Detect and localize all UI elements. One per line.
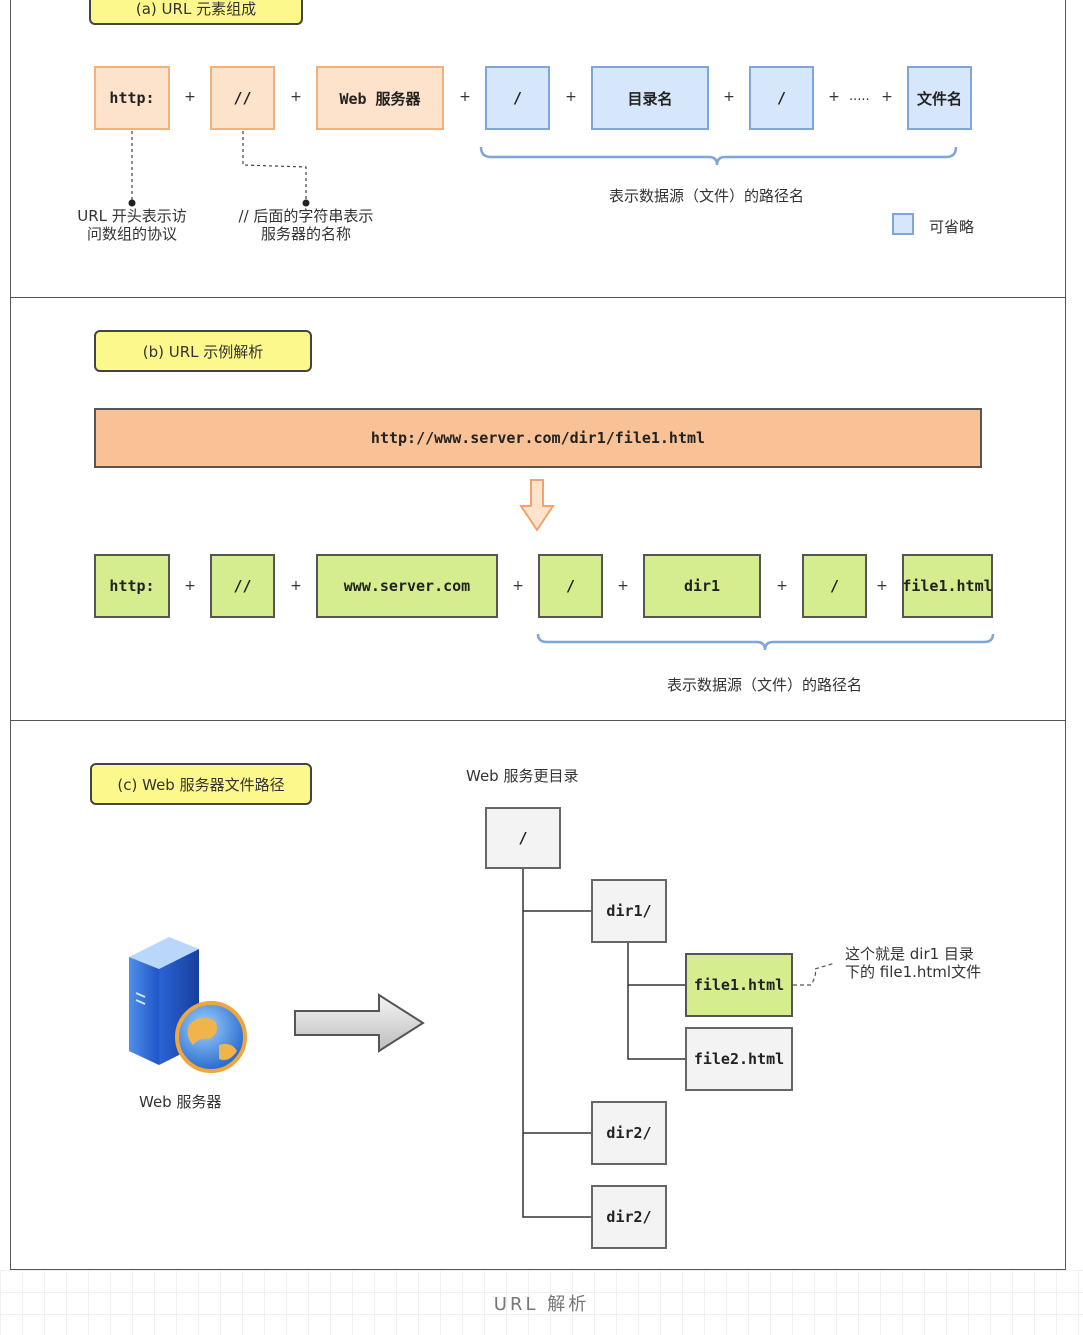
protocol-note: URL 开头表示访 问数组的协议: [69, 207, 195, 243]
legend-text: 可省略: [929, 218, 975, 236]
part-file: file1.html: [902, 554, 993, 618]
grid-background: [0, 1270, 1083, 1335]
server-note-line: 服务器的名称: [260, 225, 351, 243]
component-slash: /: [749, 66, 814, 130]
part-directory: dir1: [643, 554, 761, 618]
server-label: Web 服务器: [139, 1093, 222, 1111]
plus-sign: +: [459, 89, 471, 105]
panel-c-label: (c) Web 服务器文件路径: [90, 763, 312, 805]
plus-sign: +: [290, 578, 302, 594]
panel-b-label: (b) URL 示例解析: [94, 330, 312, 372]
note-connectors: [128, 131, 310, 207]
plus-sign: +: [184, 578, 196, 594]
tree-node-dir2: dir2/: [591, 1185, 667, 1249]
component-web-server: Web 服务器: [316, 66, 444, 130]
component-slash: /: [485, 66, 550, 130]
component-file-name: 文件名: [907, 66, 972, 130]
tree-node-dir2: dir2/: [591, 1101, 667, 1165]
path-brace-text: 表示数据源（文件）的路径名: [609, 187, 805, 205]
plus-sign: +: [290, 89, 302, 105]
plus-sign: +: [776, 578, 788, 594]
tree-node-root: /: [485, 807, 561, 869]
path-brace: [536, 633, 995, 651]
protocol-note-line: 问数组的协议: [86, 225, 177, 243]
tree-node-dir1: dir1/: [591, 879, 667, 943]
file1-note-line: 下的 file1.html文件: [845, 963, 982, 981]
tree-node-file1: file1.html: [685, 953, 793, 1017]
part-protocol: http:: [94, 554, 170, 618]
panel-a-label: (a) URL 元素组成: [89, 0, 303, 25]
component-protocol: http:: [94, 66, 170, 130]
part-hostname: www.server.com: [316, 554, 498, 618]
path-brace: [479, 146, 958, 166]
url-bar: http://www.server.com/dir1/file1.html: [94, 408, 982, 468]
down-arrow-icon: [519, 479, 555, 532]
tree-node-file2: file2.html: [685, 1027, 793, 1091]
ellipsis: .....: [849, 89, 870, 104]
plus-sign: +: [565, 89, 577, 105]
server-note-line: // 后面的字符串表示: [238, 207, 374, 225]
server-note: // 后面的字符串表示 服务器的名称: [225, 207, 387, 243]
part-double-slash: //: [210, 554, 275, 618]
tree-title: Web 服务更目录: [466, 767, 579, 785]
plus-sign: +: [881, 89, 893, 105]
path-brace-text: 表示数据源（文件）的路径名: [667, 676, 863, 694]
legend-swatch: [892, 213, 914, 235]
file1-note: 这个就是 dir1 目录 下的 file1.html文件: [845, 945, 981, 981]
right-arrow-icon: [294, 993, 425, 1053]
plus-sign: +: [828, 89, 840, 105]
server-globe-icon: [129, 937, 247, 1073]
file1-note-line: 这个就是 dir1 目录: [845, 945, 974, 963]
panel-url-components: (a) URL 元素组成 http: + // + Web 服务器 + / + …: [10, 0, 1066, 298]
tree-connectors: [522, 869, 836, 1218]
plus-sign: +: [184, 89, 196, 105]
part-slash: /: [802, 554, 867, 618]
protocol-note-line: URL 开头表示访: [77, 207, 187, 225]
component-directory-name: 目录名: [591, 66, 709, 130]
plus-sign: +: [723, 89, 735, 105]
panel-server-file-path: (c) Web 服务器文件路径 Web 服务器: [10, 720, 1066, 1270]
figure-caption: URL 解析: [493, 1294, 590, 1315]
panel-url-example: (b) URL 示例解析 http://www.server.com/dir1/…: [10, 297, 1066, 721]
plus-sign: +: [876, 578, 888, 594]
plus-sign: +: [617, 578, 629, 594]
plus-sign: +: [512, 578, 524, 594]
part-slash: /: [538, 554, 603, 618]
component-double-slash: //: [210, 66, 275, 130]
